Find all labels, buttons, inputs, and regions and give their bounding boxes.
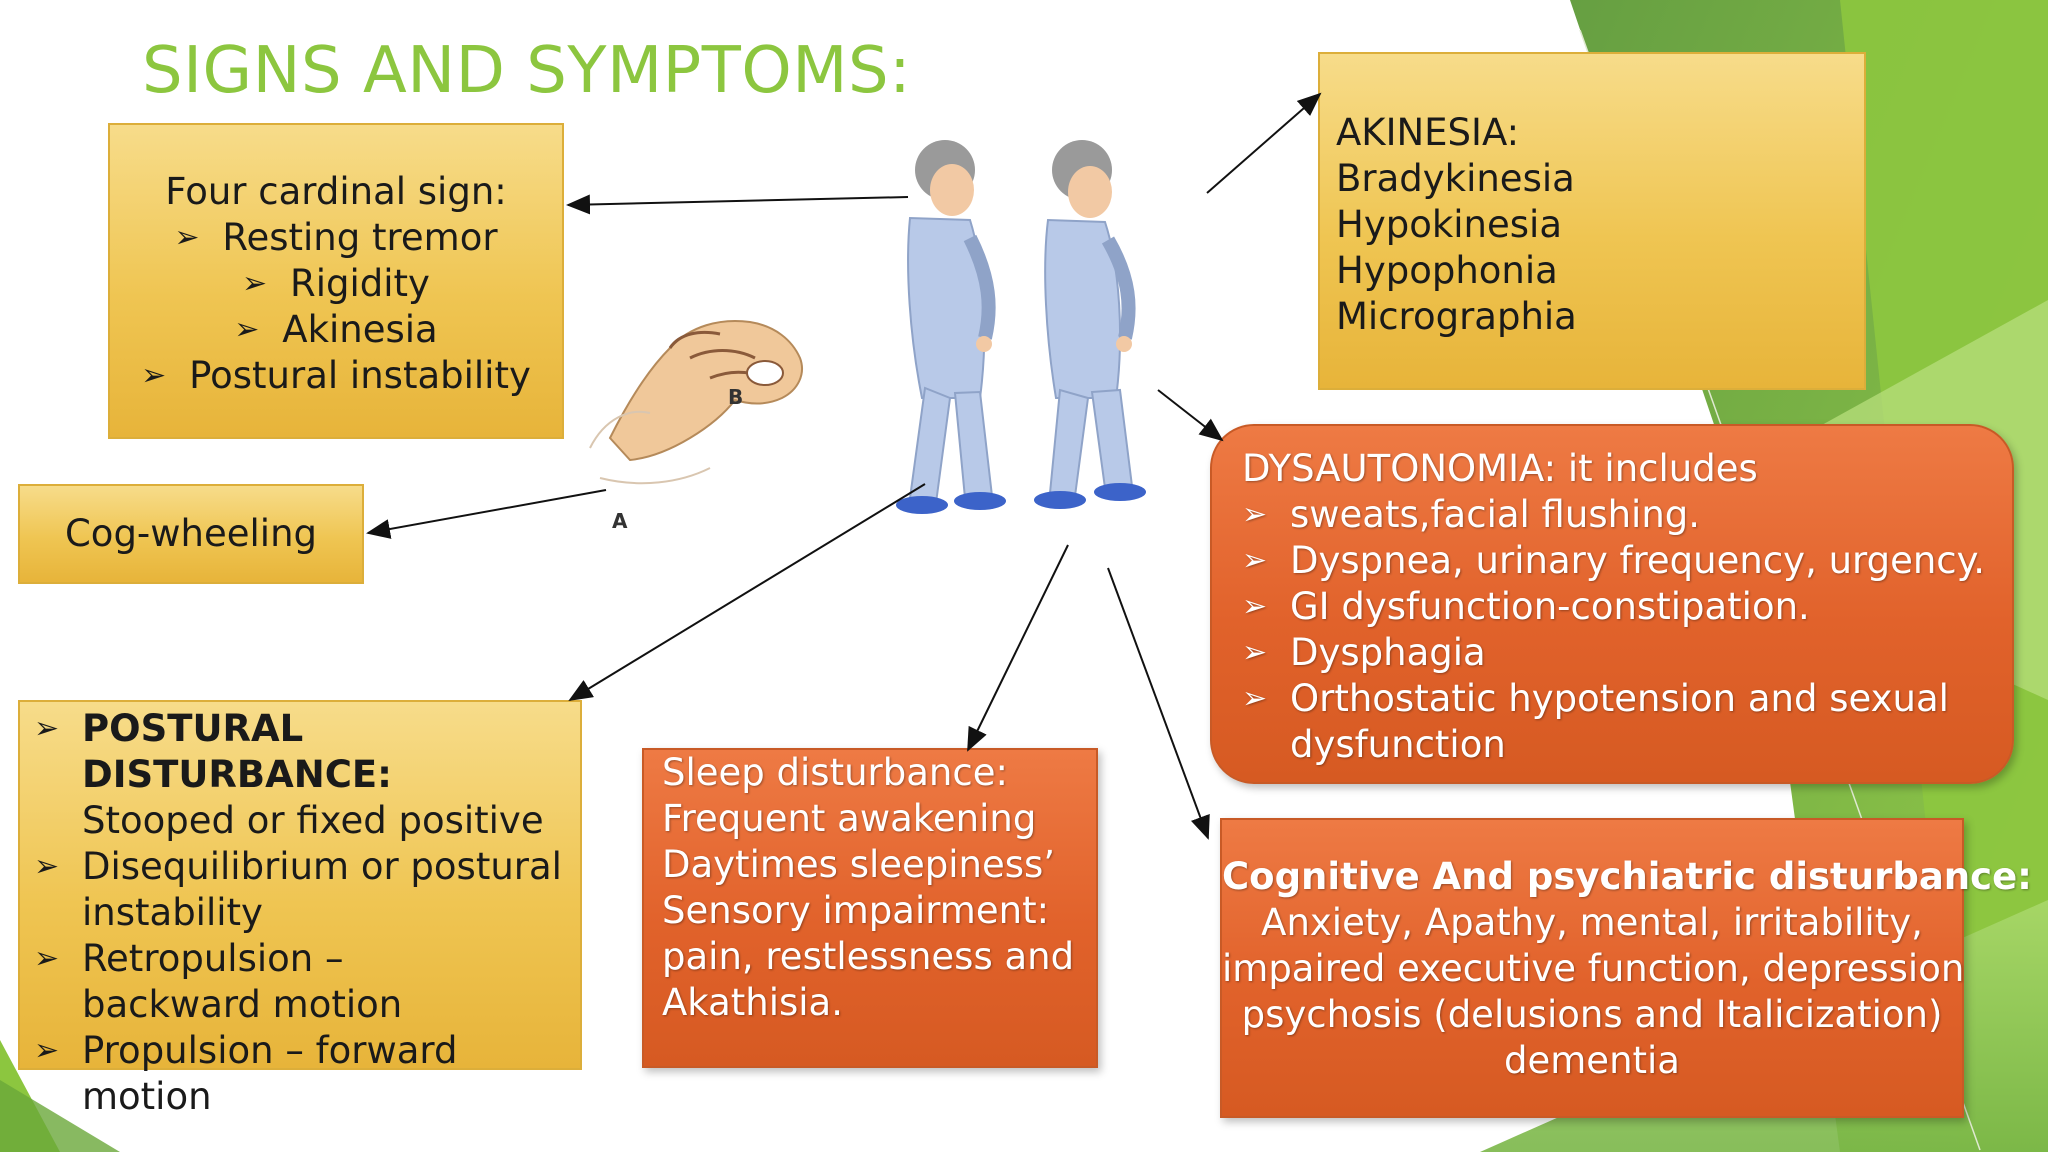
list-item: ➢ Dysphagia — [1242, 630, 1992, 676]
walking-figure-left: B — [728, 140, 1006, 514]
bullet-arrow-icon: ➢ — [174, 220, 200, 255]
parkinson-illustration: A B — [589, 140, 1146, 533]
cogwheeling-label: Cog-wheeling — [64, 512, 318, 555]
cardinal-signs-box: Four cardinal sign: ➢ Resting tremor ➢ Rig… — [108, 123, 564, 439]
cardinal-heading: Four cardinal sign: — [165, 170, 507, 213]
bullet-arrow-icon: ➢ — [1242, 589, 1268, 624]
cognitive-line: psychosis (delusions and Italicization) — [1241, 993, 1943, 1036]
dysautonomia-box: DYSAUTONOMIA: it includes ➢ sweats,facial… — [1210, 424, 2014, 784]
sleep-line: Sensory impairment: — [662, 889, 1050, 932]
sleep-line: Daytimes sleepiness’ — [662, 843, 1056, 886]
postural-item-text: Propulsion – forward motion — [82, 1029, 458, 1118]
bullet-arrow-icon: ➢ — [34, 849, 60, 884]
postural-item-text: Disequilibrium or postural instability — [82, 845, 562, 934]
dysautonomia-item: GI dysfunction-constipation. — [1290, 585, 1810, 628]
list-item: ➢ Dyspnea, urinary frequency, urgency. — [1242, 538, 1992, 584]
sleep-line: Frequent awakening — [662, 797, 1037, 840]
cardinal-item: Resting tremor — [222, 216, 498, 259]
list-item: ➢ sweats,facial flushing. — [1242, 492, 1992, 538]
bullet-arrow-icon: ➢ — [34, 1033, 60, 1068]
sleep-line: Akathisia. — [662, 981, 843, 1024]
list-item: ➢ Orthostatic hypotension and sexual dysf… — [1242, 676, 1992, 768]
dysautonomia-item: Orthostatic hypotension and sexual dysfu… — [1290, 677, 1949, 766]
postural-heading: POSTURAL DISTURBANCE: — [82, 707, 392, 796]
list-item: ➢ Propulsion – forward motion — [34, 1028, 580, 1120]
postural-item-text: Retropulsion –backward motion — [82, 937, 403, 1026]
cognitive-line: dementia — [1504, 1039, 1680, 1082]
list-item: ➢ Postural instability — [110, 353, 562, 399]
label-b: B — [728, 385, 743, 409]
hand-pill-rolling-image: A — [589, 320, 803, 533]
cardinal-item: Postural instability — [189, 354, 531, 397]
cognitive-line: Anxiety, Apathy, mental, irritability, — [1261, 901, 1923, 944]
postural-item-text: Stooped or fixed positive — [82, 799, 544, 842]
dysautonomia-heading: DYSAUTONOMIA: it includes — [1242, 447, 1758, 490]
cognitive-heading: Cognitive And psychiatric disturbance: — [1222, 855, 2032, 898]
akinesia-line: Micrographia — [1336, 295, 1577, 338]
cardinal-item: Akinesia — [282, 308, 438, 351]
sleep-line: Sleep disturbance: — [662, 751, 1008, 794]
slide-title: SIGNS AND SYMPTOMS: — [142, 34, 912, 108]
list-item: ➢ Retropulsion –backward motion — [34, 936, 580, 1028]
bullet-arrow-icon: ➢ — [34, 711, 60, 746]
list-item: ➢ Rigidity — [110, 261, 562, 307]
cognitive-psychiatric-box: Cognitive And psychiatric disturbance: A… — [1220, 818, 2032, 1118]
list-item: ➢ Disequilibrium or postural instability — [34, 844, 580, 936]
bullet-arrow-icon: ➢ — [234, 312, 260, 347]
cognitive-line: impaired executive function, depression — [1222, 947, 1965, 990]
list-item: ➢ Resting tremor — [110, 215, 562, 261]
bullet-arrow-icon: ➢ — [1242, 681, 1268, 716]
akinesia-line: AKINESIA: — [1336, 111, 1520, 154]
list-item: ➢ POSTURAL DISTURBANCE:Stooped or fixed … — [34, 706, 580, 844]
bullet-arrow-icon: ➢ — [34, 941, 60, 976]
list-item: ➢ GI dysfunction-constipation. — [1242, 584, 1992, 630]
sleep-line: pain, restlessness and — [662, 935, 1075, 978]
bullet-arrow-icon: ➢ — [1242, 543, 1268, 578]
postural-disturbance-box: ➢ POSTURAL DISTURBANCE:Stooped or fixed … — [18, 700, 582, 1118]
bullet-arrow-icon: ➢ — [1242, 635, 1268, 670]
akinesia-box: AKINESIA: Bradykinesia Hypokinesia Hypop… — [1318, 52, 1866, 390]
dysautonomia-item: Dysphagia — [1290, 631, 1486, 674]
postural-item: POSTURAL DISTURBANCE:Stooped or fixed po… — [82, 706, 580, 844]
cardinal-item: Rigidity — [290, 262, 430, 305]
akinesia-line: Hypokinesia — [1336, 203, 1562, 246]
dysautonomia-item: Dyspnea, urinary frequency, urgency. — [1290, 539, 1986, 582]
walking-figure-right — [1034, 140, 1146, 509]
bullet-arrow-icon: ➢ — [141, 358, 167, 393]
label-a: A — [612, 509, 628, 533]
akinesia-line: Bradykinesia — [1336, 157, 1575, 200]
akinesia-line: Hypophonia — [1336, 249, 1558, 292]
list-item: ➢ Akinesia — [110, 307, 562, 353]
sleep-disturbance-box: Sleep disturbance: Frequent awakening Da… — [642, 748, 1098, 1068]
bullet-arrow-icon: ➢ — [1242, 497, 1268, 532]
bullet-arrow-icon: ➢ — [242, 266, 268, 301]
dysautonomia-item: sweats,facial flushing. — [1290, 493, 1701, 536]
cogwheeling-box: Cog-wheeling — [18, 484, 364, 584]
